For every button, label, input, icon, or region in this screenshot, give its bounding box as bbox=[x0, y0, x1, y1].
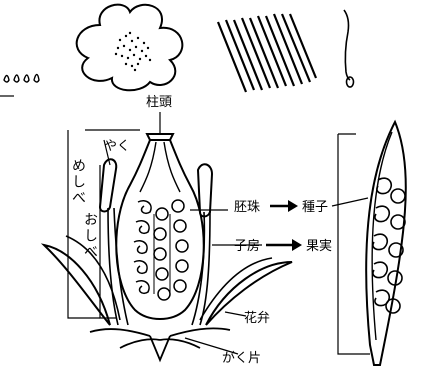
stamen-label: おしべ bbox=[82, 212, 98, 260]
seed-label: 種子 bbox=[302, 199, 328, 215]
flower-top-view-illustration bbox=[77, 5, 183, 91]
ovules bbox=[134, 200, 188, 300]
ovule-label: 胚珠 bbox=[234, 200, 260, 215]
right-anther bbox=[198, 164, 212, 216]
ovary-label: 子房 bbox=[234, 238, 260, 254]
fruit-pod bbox=[366, 122, 406, 365]
stigma-label: 柱頭 bbox=[146, 95, 172, 110]
single-pistil-illustration bbox=[344, 10, 354, 87]
pistil-label: めしべ bbox=[70, 158, 86, 206]
seeds bbox=[373, 178, 405, 313]
ovule-to-seed-arrow bbox=[270, 200, 298, 212]
pistil-outline bbox=[116, 140, 203, 319]
petal-label: 花弁 bbox=[244, 310, 270, 326]
sepal-label: がく片 bbox=[222, 351, 261, 366]
sepal-pieces-illustration bbox=[4, 75, 39, 83]
stamens-row-illustration bbox=[218, 14, 316, 92]
left-anther bbox=[100, 159, 116, 211]
fruit-label: 果実 bbox=[306, 238, 332, 254]
ovary-to-fruit-arrow bbox=[266, 239, 302, 251]
anther-label: やく bbox=[104, 139, 130, 154]
stigma-shape bbox=[147, 134, 173, 140]
